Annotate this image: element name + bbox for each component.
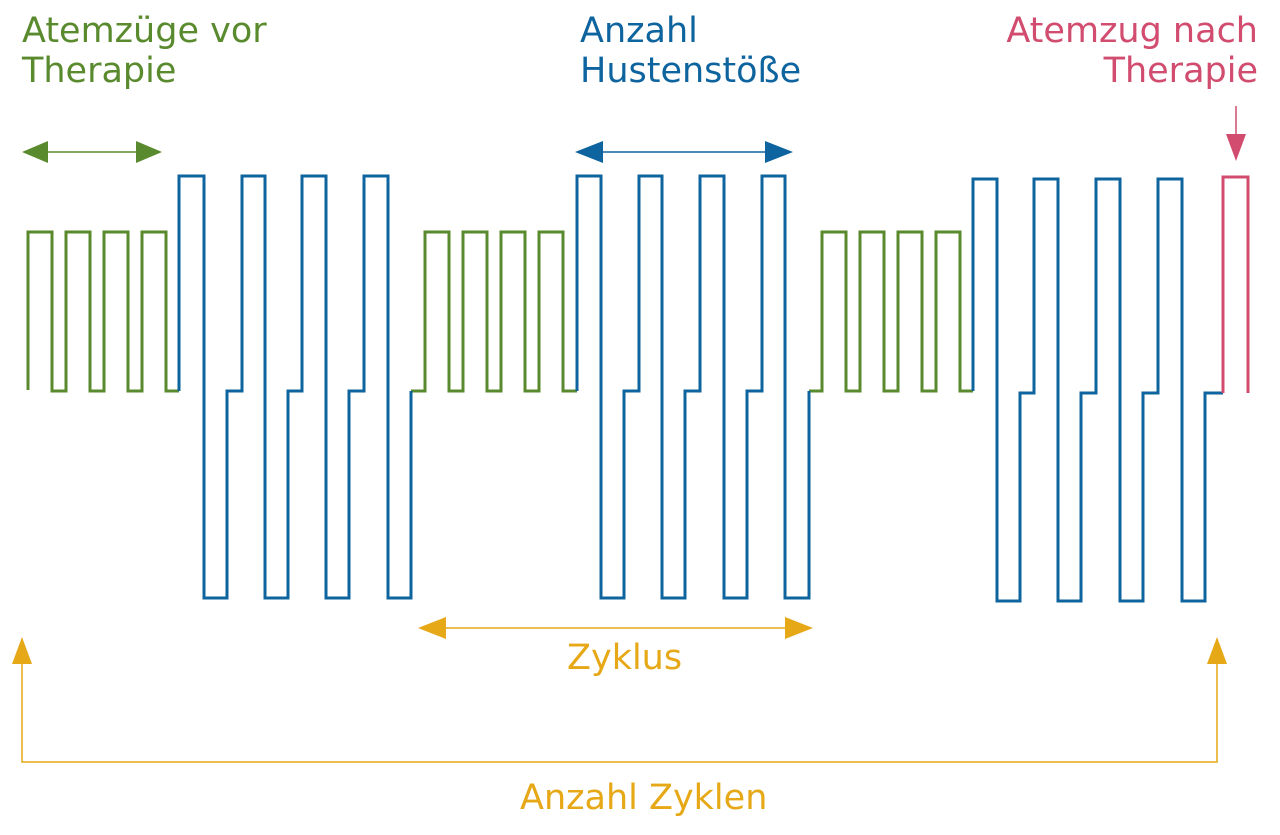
cycle-arrow — [418, 617, 813, 639]
post-therapy-label: Atemzug nach Therapie — [1006, 11, 1258, 91]
breath-segment-2 — [411, 230, 577, 393]
breath-segment-3 — [809, 230, 973, 393]
coughs-label-line-2: Hustenstöße — [580, 51, 802, 91]
breath-segment-1 — [26, 230, 179, 393]
cough-segment-1 — [177, 174, 413, 600]
cycle-label: Zyklus — [567, 638, 683, 678]
post-therapy-label-line-2: Therapie — [1103, 51, 1258, 91]
cough-segment-2 — [575, 174, 811, 600]
coughs-label-line-1: Anzahl — [580, 11, 698, 51]
post-therapy-arrow — [1226, 106, 1246, 161]
cycles-label: Anzahl Zyklen — [520, 778, 768, 818]
pre-therapy-arrow — [22, 141, 162, 163]
pre-therapy-label-line-1: Atemzüge vor — [22, 11, 267, 51]
cough-segment-3 — [971, 177, 1223, 603]
post-therapy-label-line-1: Atemzug nach — [1006, 11, 1258, 51]
coughs-label: Anzahl Hustenstöße — [580, 11, 801, 91]
post-therapy-breath — [1221, 175, 1250, 393]
pre-therapy-label: Atemzüge vor Therapie — [22, 11, 267, 91]
cycles-bracket — [12, 637, 1227, 763]
coughs-arrow — [575, 141, 793, 163]
pre-therapy-label-line-2: Therapie — [22, 51, 177, 91]
